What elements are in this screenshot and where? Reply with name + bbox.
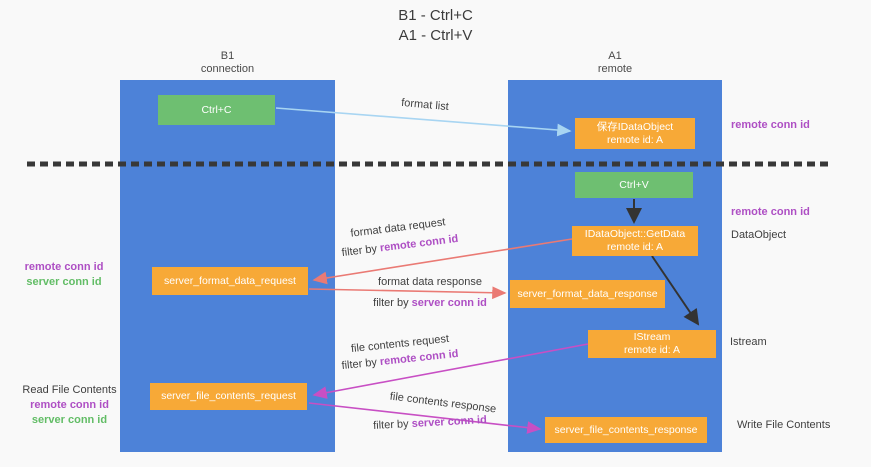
label-remote-conn-id-mid-right: remote conn id [731, 206, 810, 218]
label-remote-conn-id-top-right: remote conn id [731, 119, 810, 131]
filter-prefix: filter by [372, 417, 412, 432]
left-conn-id-stack-bottom: Read File Contents remote conn id server… [12, 383, 127, 428]
node-server-format-data-response-label: server_format_data_response [517, 287, 658, 300]
label-remote-conn-id-bottom-left: remote conn id [30, 399, 109, 411]
edge-label-format-list: format list [400, 96, 450, 114]
label-server-conn-id-bottom-left: server conn id [31, 414, 108, 426]
left-column-header: B1 connection [120, 50, 335, 76]
label-read-file-contents: Read File Contents [22, 384, 117, 396]
node-ctrl-c: Ctrl+C [158, 95, 275, 125]
label-dataobject: DataObject [731, 229, 787, 241]
title-line-1: B1 - Ctrl+C [398, 7, 473, 24]
node-save-idataobject: 保存IDataObject remote id: A [575, 118, 695, 149]
node-istream-line2: remote id: A [623, 344, 681, 356]
edge-label-format-data-response: format data response [378, 276, 482, 288]
filter-highlight-server: server conn id [411, 414, 488, 430]
node-server-file-contents-response-label: server_file_contents_response [554, 423, 698, 436]
node-server-format-data-response: server_format_data_response [510, 280, 665, 308]
node-ctrl-v: Ctrl+V [575, 172, 693, 198]
node-idataobject-getdata-line1: IDataObject::GetData [584, 228, 686, 240]
left-column-subtitle: connection [200, 63, 255, 75]
edge-label-filter-by-server-1: filter by server conn id [355, 297, 505, 309]
node-server-format-data-request-label: server_format_data_request [164, 274, 296, 287]
label-write-file-contents: Write File Contents [737, 419, 831, 431]
label-remote-conn-id-mid-left: remote conn id [24, 261, 104, 273]
node-idataobject-getdata: IDataObject::GetData remote id: A [572, 226, 698, 256]
node-ctrl-c-label: Ctrl+C [201, 103, 232, 116]
node-server-file-contents-request-label: server_file_contents_request [161, 390, 296, 402]
filter-highlight-server: server conn id [411, 297, 487, 309]
filter-prefix: filter by [341, 356, 381, 373]
node-server-format-data-request: server_format_data_request [152, 267, 308, 295]
format-data-response-arrow [308, 286, 507, 300]
edge-label-filter-by-server-2: filter by server conn id [355, 413, 505, 433]
node-server-file-contents-response: server_file_contents_response [545, 417, 707, 443]
node-istream: IStream remote id: A [588, 330, 716, 358]
node-save-idataobject-line1: 保存IDataObject [596, 120, 674, 133]
filter-prefix: filter by [341, 242, 381, 260]
filter-prefix: filter by [373, 297, 412, 309]
diagram-title: B1 - Ctrl+C A1 - Ctrl+V [0, 6, 871, 46]
node-ctrl-v-label: Ctrl+V [619, 178, 649, 191]
node-save-idataobject-line2: remote id: A [606, 133, 664, 146]
label-server-conn-id-mid-left: server conn id [26, 276, 102, 288]
left-conn-id-stack-mid: remote conn id server conn id [8, 260, 120, 290]
node-istream-line1: IStream [633, 331, 671, 343]
title-line-2: A1 - Ctrl+V [398, 27, 473, 44]
right-column-name: A1 [608, 50, 622, 62]
label-istream: Istream [730, 336, 767, 348]
node-idataobject-getdata-line2: remote id: A [606, 241, 664, 253]
right-column-header: A1 remote [508, 50, 722, 76]
filter-highlight-remote: remote conn id [379, 232, 459, 255]
node-server-file-contents-request: server_file_contents_request [150, 383, 307, 410]
right-column-subtitle: remote [597, 63, 633, 75]
left-column-name: B1 [220, 50, 235, 62]
